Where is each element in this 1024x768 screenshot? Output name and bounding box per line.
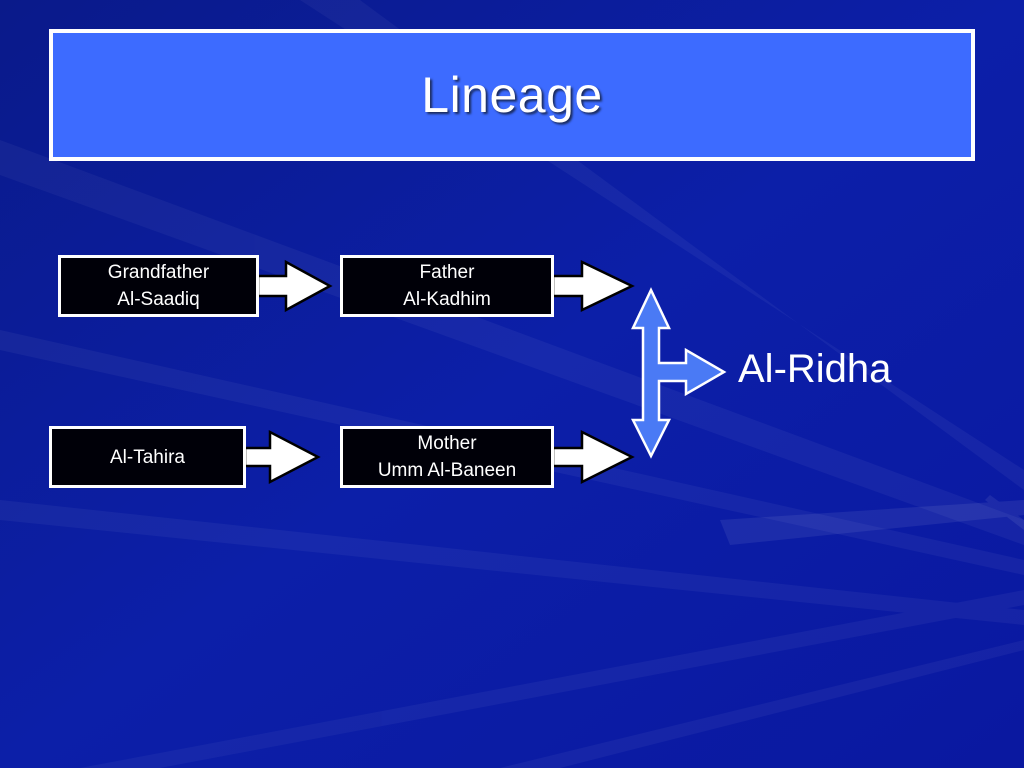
arrow-tahira-to-mother [243, 429, 321, 485]
node-grandfather-name: Al-Saadiq [117, 289, 200, 310]
node-grandfather-role: Grandfather [107, 262, 210, 283]
page-title: Lineage [421, 67, 603, 123]
title-box: Lineage [49, 29, 975, 161]
arrow-father-to-junction [551, 260, 635, 312]
node-mother: Mother Umm Al-Baneen [340, 426, 554, 488]
result-label: Al-Ridha [738, 347, 892, 391]
node-mother-role: Mother [417, 433, 477, 454]
node-grandfather: Grandfather Al-Saadiq [58, 255, 259, 317]
node-mother-name: Umm Al-Baneen [377, 460, 517, 481]
junction-arrow [630, 287, 727, 459]
arrow-grandfather-to-father [256, 259, 333, 313]
node-father: Father Al-Kadhim [340, 255, 554, 317]
node-grandmother-name: Al-Tahira [110, 446, 185, 468]
node-grandmother: Al-Tahira [49, 426, 246, 488]
node-father-role: Father [419, 262, 475, 283]
arrow-mother-to-junction [551, 429, 635, 485]
node-father-name: Al-Kadhim [403, 289, 491, 310]
